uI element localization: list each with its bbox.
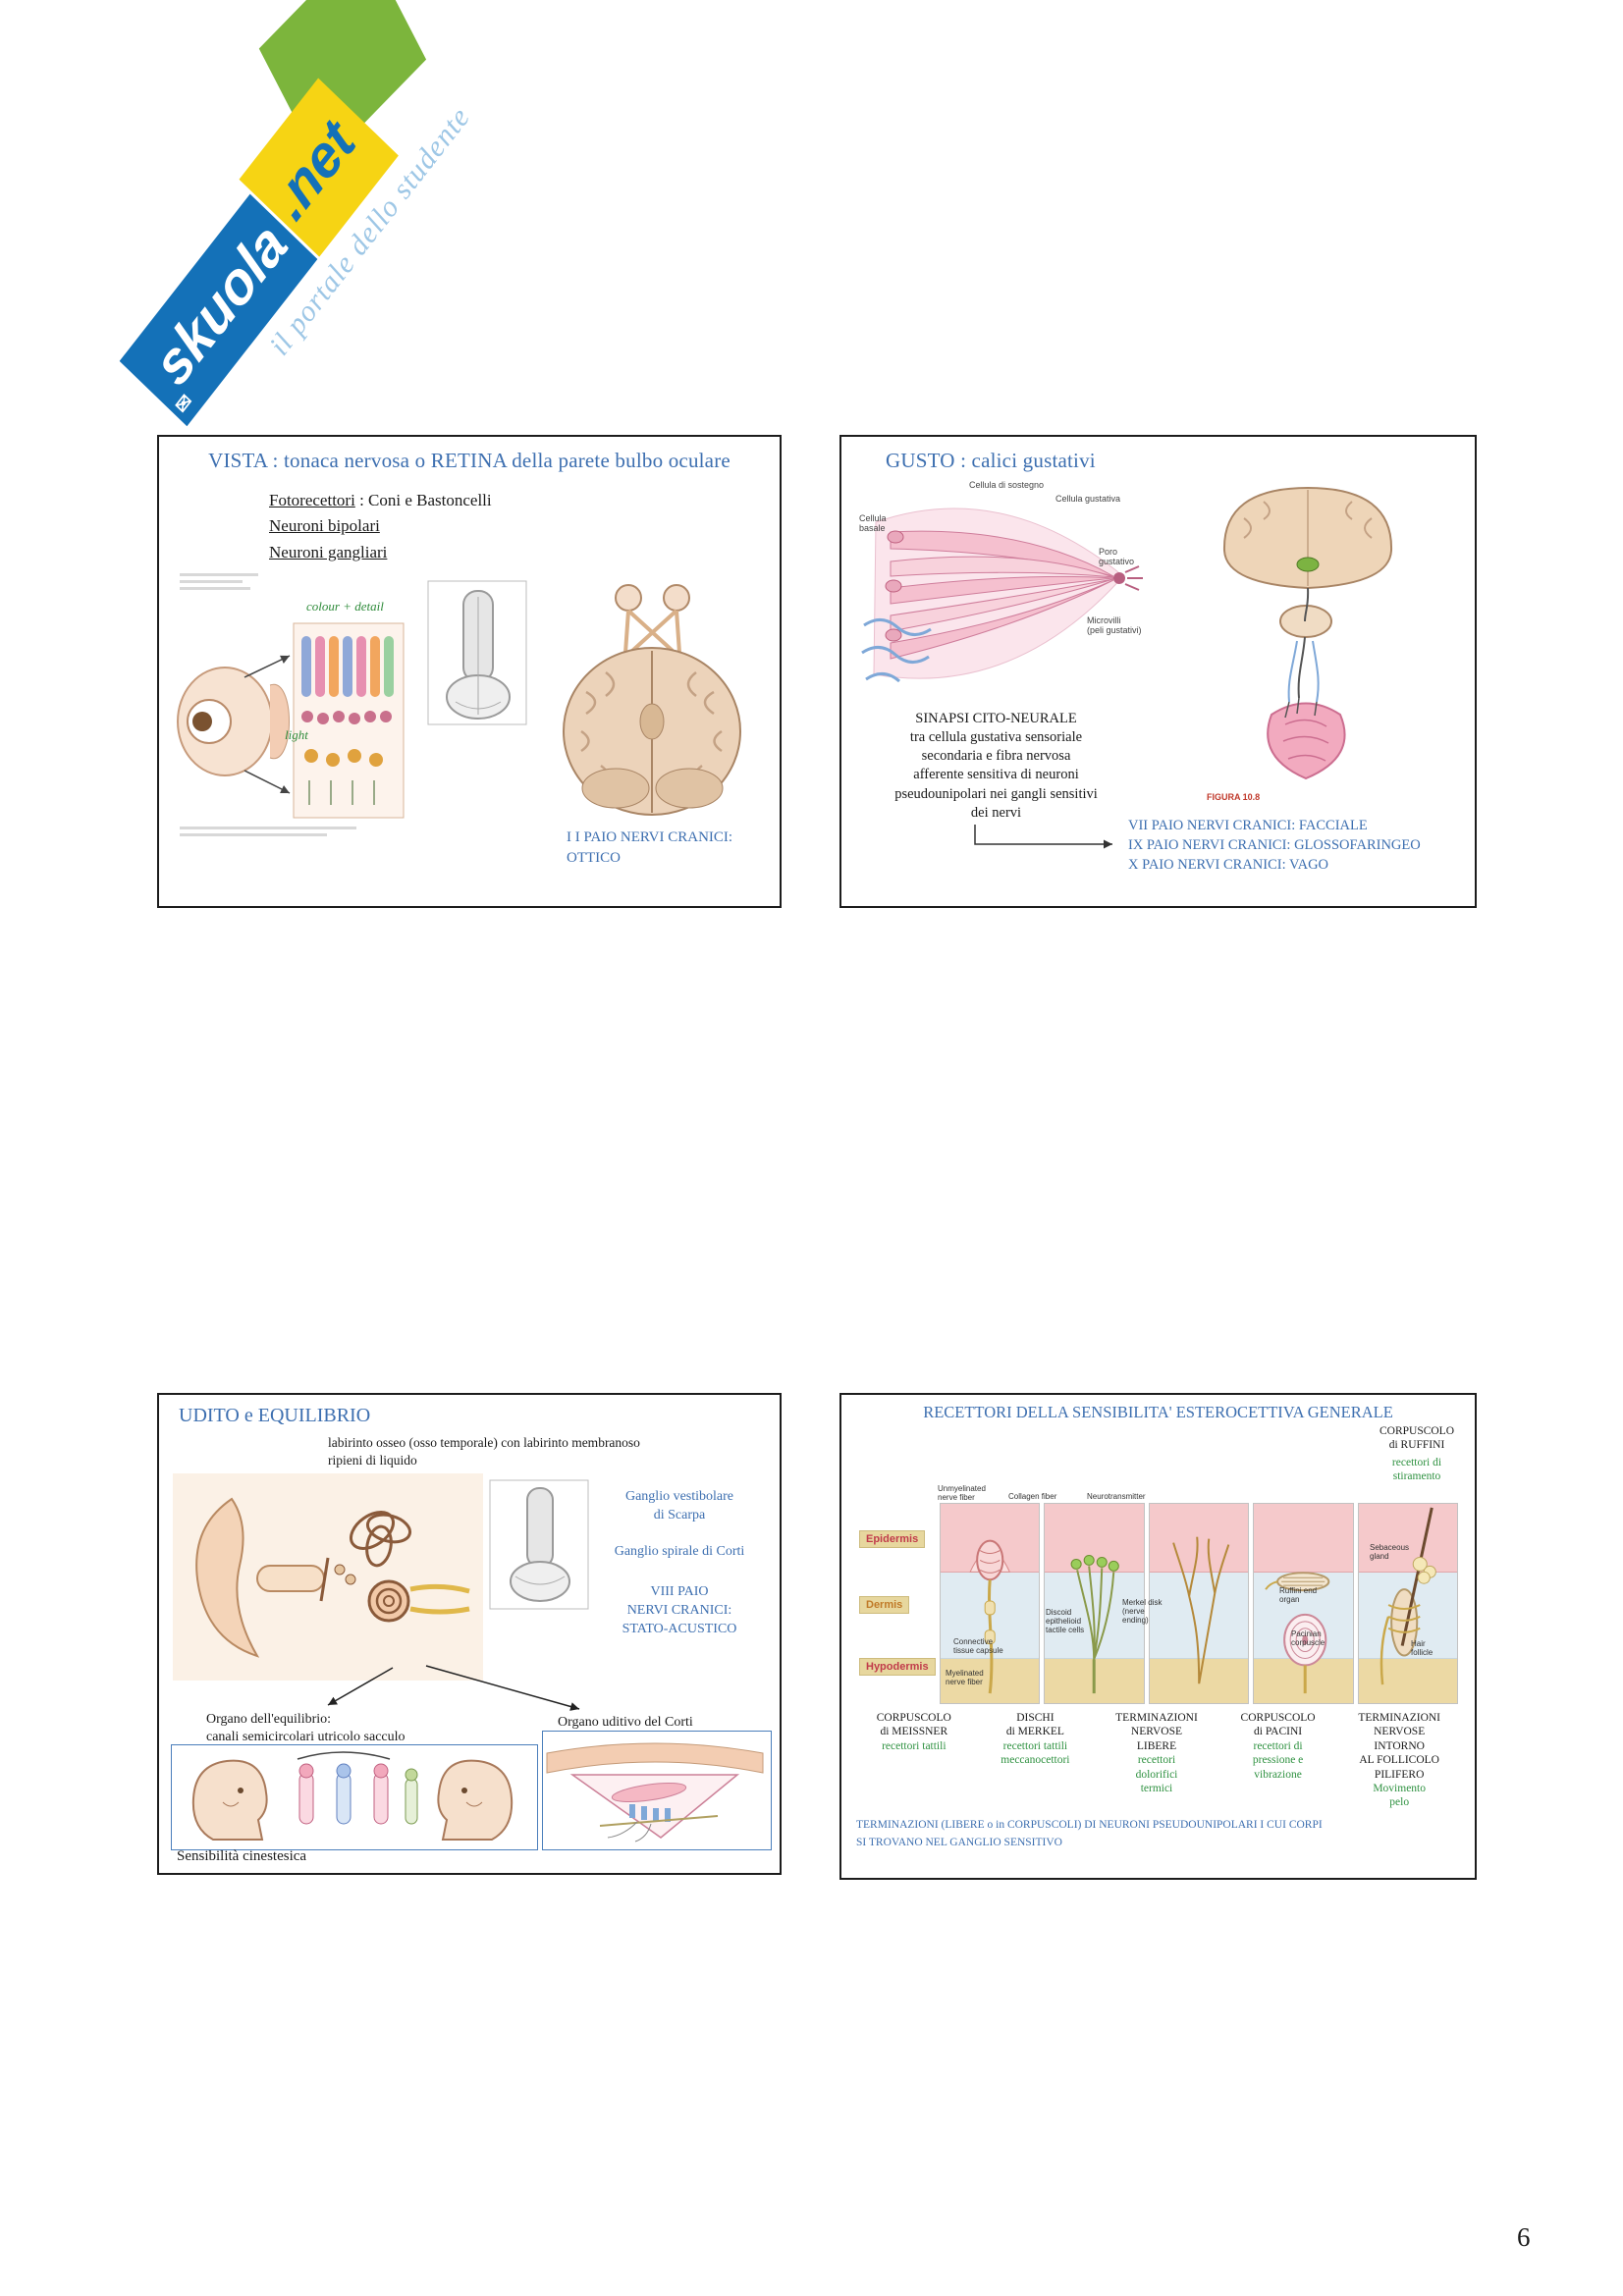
receptor-column-free-endings: TERMINAZIONI NERVOSE LIBERE recettori do…: [1099, 1711, 1215, 1810]
vista-ganglion-line: Neuroni gangliari: [269, 542, 388, 561]
udito-title: UDITO e EQUILIBRIO: [179, 1405, 371, 1426]
skin-panel-meissner: [940, 1503, 1041, 1704]
vista-photoreceptors-rest: : Coni e Bastoncelli: [354, 491, 492, 509]
corti-organ-illustration: [546, 1742, 764, 1842]
gustatory-pathway-illustration: [1222, 486, 1393, 780]
receptor-name: DISCHI di MERKEL: [1005, 1712, 1064, 1738]
ruffini-name-label: CORPUSCOLO di RUFFINI: [1379, 1425, 1455, 1452]
slide-recettori: RECETTORI DELLA SENSIBILITA' ESTEROCETTI…: [839, 1393, 1477, 1880]
taste-bud-illustration: [861, 507, 1143, 683]
receptor-column-merkel: DISCHI di MERKEL recettori tattili mecca…: [978, 1711, 1094, 1810]
udito-sensibilita-label: Sensibilità cinestesica: [177, 1848, 307, 1864]
udito-ganglio-vestibolare: Ganglio vestibolare di Scarpa: [624, 1489, 734, 1522]
udito-organo-equilibrio-label: Organo dell'equilibrio: canali semicirco…: [206, 1712, 406, 1745]
vista-bipolar-line: Neuroni bipolari: [269, 516, 380, 536]
watermark-brand-text: skuola: [141, 210, 299, 399]
label-discoid-tactile-cells: Discoid epithelioid tactile cells: [1046, 1608, 1085, 1634]
arrow-to-nerves: [974, 825, 1112, 849]
udito-subtitle: labirinto osseo (osso temporale) con lab…: [328, 1435, 640, 1468]
label-neurotransmitter: Neurotransmitter: [1087, 1492, 1146, 1501]
receptor-desc: recettori tattili: [882, 1739, 947, 1752]
vista-photoreceptors-label: Fotorecettori: [269, 491, 355, 509]
hypodermis-layer-label: Hypodermis: [859, 1658, 936, 1676]
receptor-column-meissner: CORPUSCOLO di MEISSNER recettori tattili: [856, 1711, 972, 1810]
watermark-tld-text: .net: [258, 108, 367, 233]
udito-ganglio-spirale: Ganglio spirale di Corti: [614, 1544, 745, 1559]
label-connective-tissue-capsule: Connective tissue capsule: [953, 1637, 1003, 1655]
dermis-layer-label: Dermis: [859, 1596, 910, 1614]
gusto-label-basale: Cellula basale: [859, 513, 887, 534]
skin-panel-hair-follicle: [1357, 1503, 1459, 1704]
eye-retina-illustration: [177, 573, 405, 836]
equilibrium-figure-frame: [171, 1744, 538, 1850]
epidermis-layer-label: Epidermis: [859, 1530, 926, 1548]
gusto-title: GUSTO : calici gustativi: [886, 449, 1096, 472]
recettori-title: RECETTORI DELLA SENSIBILITA' ESTEROCETTI…: [923, 1403, 1393, 1421]
slide-udito: UDITO e EQUILIBRIO labirinto osseo (osso…: [157, 1393, 782, 1875]
vista-annotation-colour: colour + detail: [306, 599, 384, 614]
label-ruffini-end-organ: Ruffini end organ: [1279, 1586, 1318, 1604]
gusto-synapse-text: SINAPSI CITO-NEURALE tra cellula gustati…: [894, 711, 1098, 821]
vista-annotation-light: light: [285, 727, 308, 742]
hair-follicle-illustration: [1380, 1507, 1436, 1685]
label-collagen-fiber: Collagen fiber: [1008, 1492, 1057, 1501]
vista-photoreceptors-line: Fotorecettori : Coni e Bastoncelli: [269, 488, 492, 513]
gusto-label-sostegno: Cellula di sostegno: [969, 480, 1045, 490]
skuola-watermark: ✉ skuola .net il portale dello studente: [103, 0, 477, 447]
receptor-columns: CORPUSCOLO di MEISSNER recettori tattili…: [856, 1711, 1457, 1810]
skin-receptors-diagram: Epidermis Dermis Hypodermis: [859, 1484, 1459, 1704]
gusto-cranial-nerves: VII PAIO NERVI CRANICI: FACCIALE IX PAIO…: [1128, 818, 1421, 873]
receptor-name: TERMINAZIONI NERVOSE LIBERE: [1115, 1712, 1198, 1752]
meissner-corpuscle-illustration: [969, 1539, 1011, 1694]
receptor-name: TERMINAZIONI NERVOSE INTORNO AL FOLLICOL…: [1358, 1712, 1441, 1781]
label-hair-follicle: Hair follicle: [1411, 1639, 1434, 1657]
gusto-label-gustativa: Cellula gustativa: [1055, 494, 1121, 504]
receptor-desc: recettori di pressione e vibrazione: [1252, 1739, 1304, 1781]
ruffini-desc-label: recettori di stiramento: [1391, 1457, 1442, 1483]
receptor-column-pacini: CORPUSCOLO di PACINI recettori di pressi…: [1220, 1711, 1336, 1810]
label-sebaceous-gland: Sebaceous gland: [1370, 1543, 1410, 1561]
recettori-footer: TERMINAZIONI (LIBERE o in CORPUSCOLI) DI…: [856, 1819, 1323, 1848]
receptor-name: CORPUSCOLO di PACINI: [1240, 1712, 1316, 1738]
brain-inferior-view-illustration: [563, 584, 741, 816]
label-pacinian-corpuscle: Pacinian corpuscle: [1291, 1629, 1325, 1647]
udito-organo-udito-label: Organo uditivo del Corti: [558, 1715, 693, 1730]
label-myelinated-nerve-fiber: Myelinated nerve fiber: [946, 1669, 984, 1686]
label-merkel-disk: Merkel disk (nerve ending): [1122, 1598, 1163, 1625]
gusto-figure-caption: FIGURA 10.8: [1207, 792, 1261, 802]
skin-panel-merkel: [1044, 1503, 1145, 1704]
envelope-icon: ✉: [171, 390, 197, 419]
corti-figure-frame: [542, 1731, 772, 1850]
slide-vista: VISTA : tonaca nervosa o RETINA della pa…: [157, 435, 782, 908]
equilibrium-heads-illustration: [191, 1751, 514, 1841]
skin-panel-free-endings: [1148, 1503, 1250, 1704]
merkel-disk-illustration: [1071, 1554, 1120, 1694]
receptor-column-hair-follicle: TERMINAZIONI NERVOSE INTORNO AL FOLLICOL…: [1341, 1711, 1457, 1810]
label-unmyelinated-nerve-fiber: Unmyelinated nerve fiber: [938, 1484, 986, 1502]
vista-title: VISTA : tonaca nervosa o RETINA della pa…: [208, 449, 730, 472]
udito-cranial-nerve: VIII PAIO NERVI CRANICI: STATO-ACUSTICO: [622, 1584, 737, 1636]
receptor-name: CORPUSCOLO di MEISSNER: [876, 1712, 951, 1738]
page-number: 6: [1517, 2222, 1531, 2252]
receptor-desc: recettori dolorifici termici: [1135, 1754, 1178, 1794]
receptor-desc: Movimento pelo: [1373, 1782, 1426, 1809]
midbrain-sketch-illustration: [427, 580, 527, 725]
slide-gusto: GUSTO : calici gustativi Cellula di sost…: [839, 435, 1477, 908]
receptor-desc: recettori tattili meccanocettori: [1001, 1739, 1070, 1767]
gusto-label-poro: Poro gustativo: [1099, 547, 1135, 567]
vista-cranial-nerve: I I PAIO NERVI CRANICI: OTTICO: [567, 829, 733, 866]
ruffini-pacinian-illustration: [1265, 1572, 1330, 1694]
gusto-label-microvilli: Microvilli (peli gustativi): [1087, 615, 1142, 636]
ear-anatomy-illustration: [173, 1473, 483, 1681]
free-nerve-endings-illustration: [1171, 1536, 1230, 1684]
skin-panel-ruffini-pacini: [1253, 1503, 1354, 1704]
brainstem-sketch-illustration: [489, 1479, 589, 1610]
